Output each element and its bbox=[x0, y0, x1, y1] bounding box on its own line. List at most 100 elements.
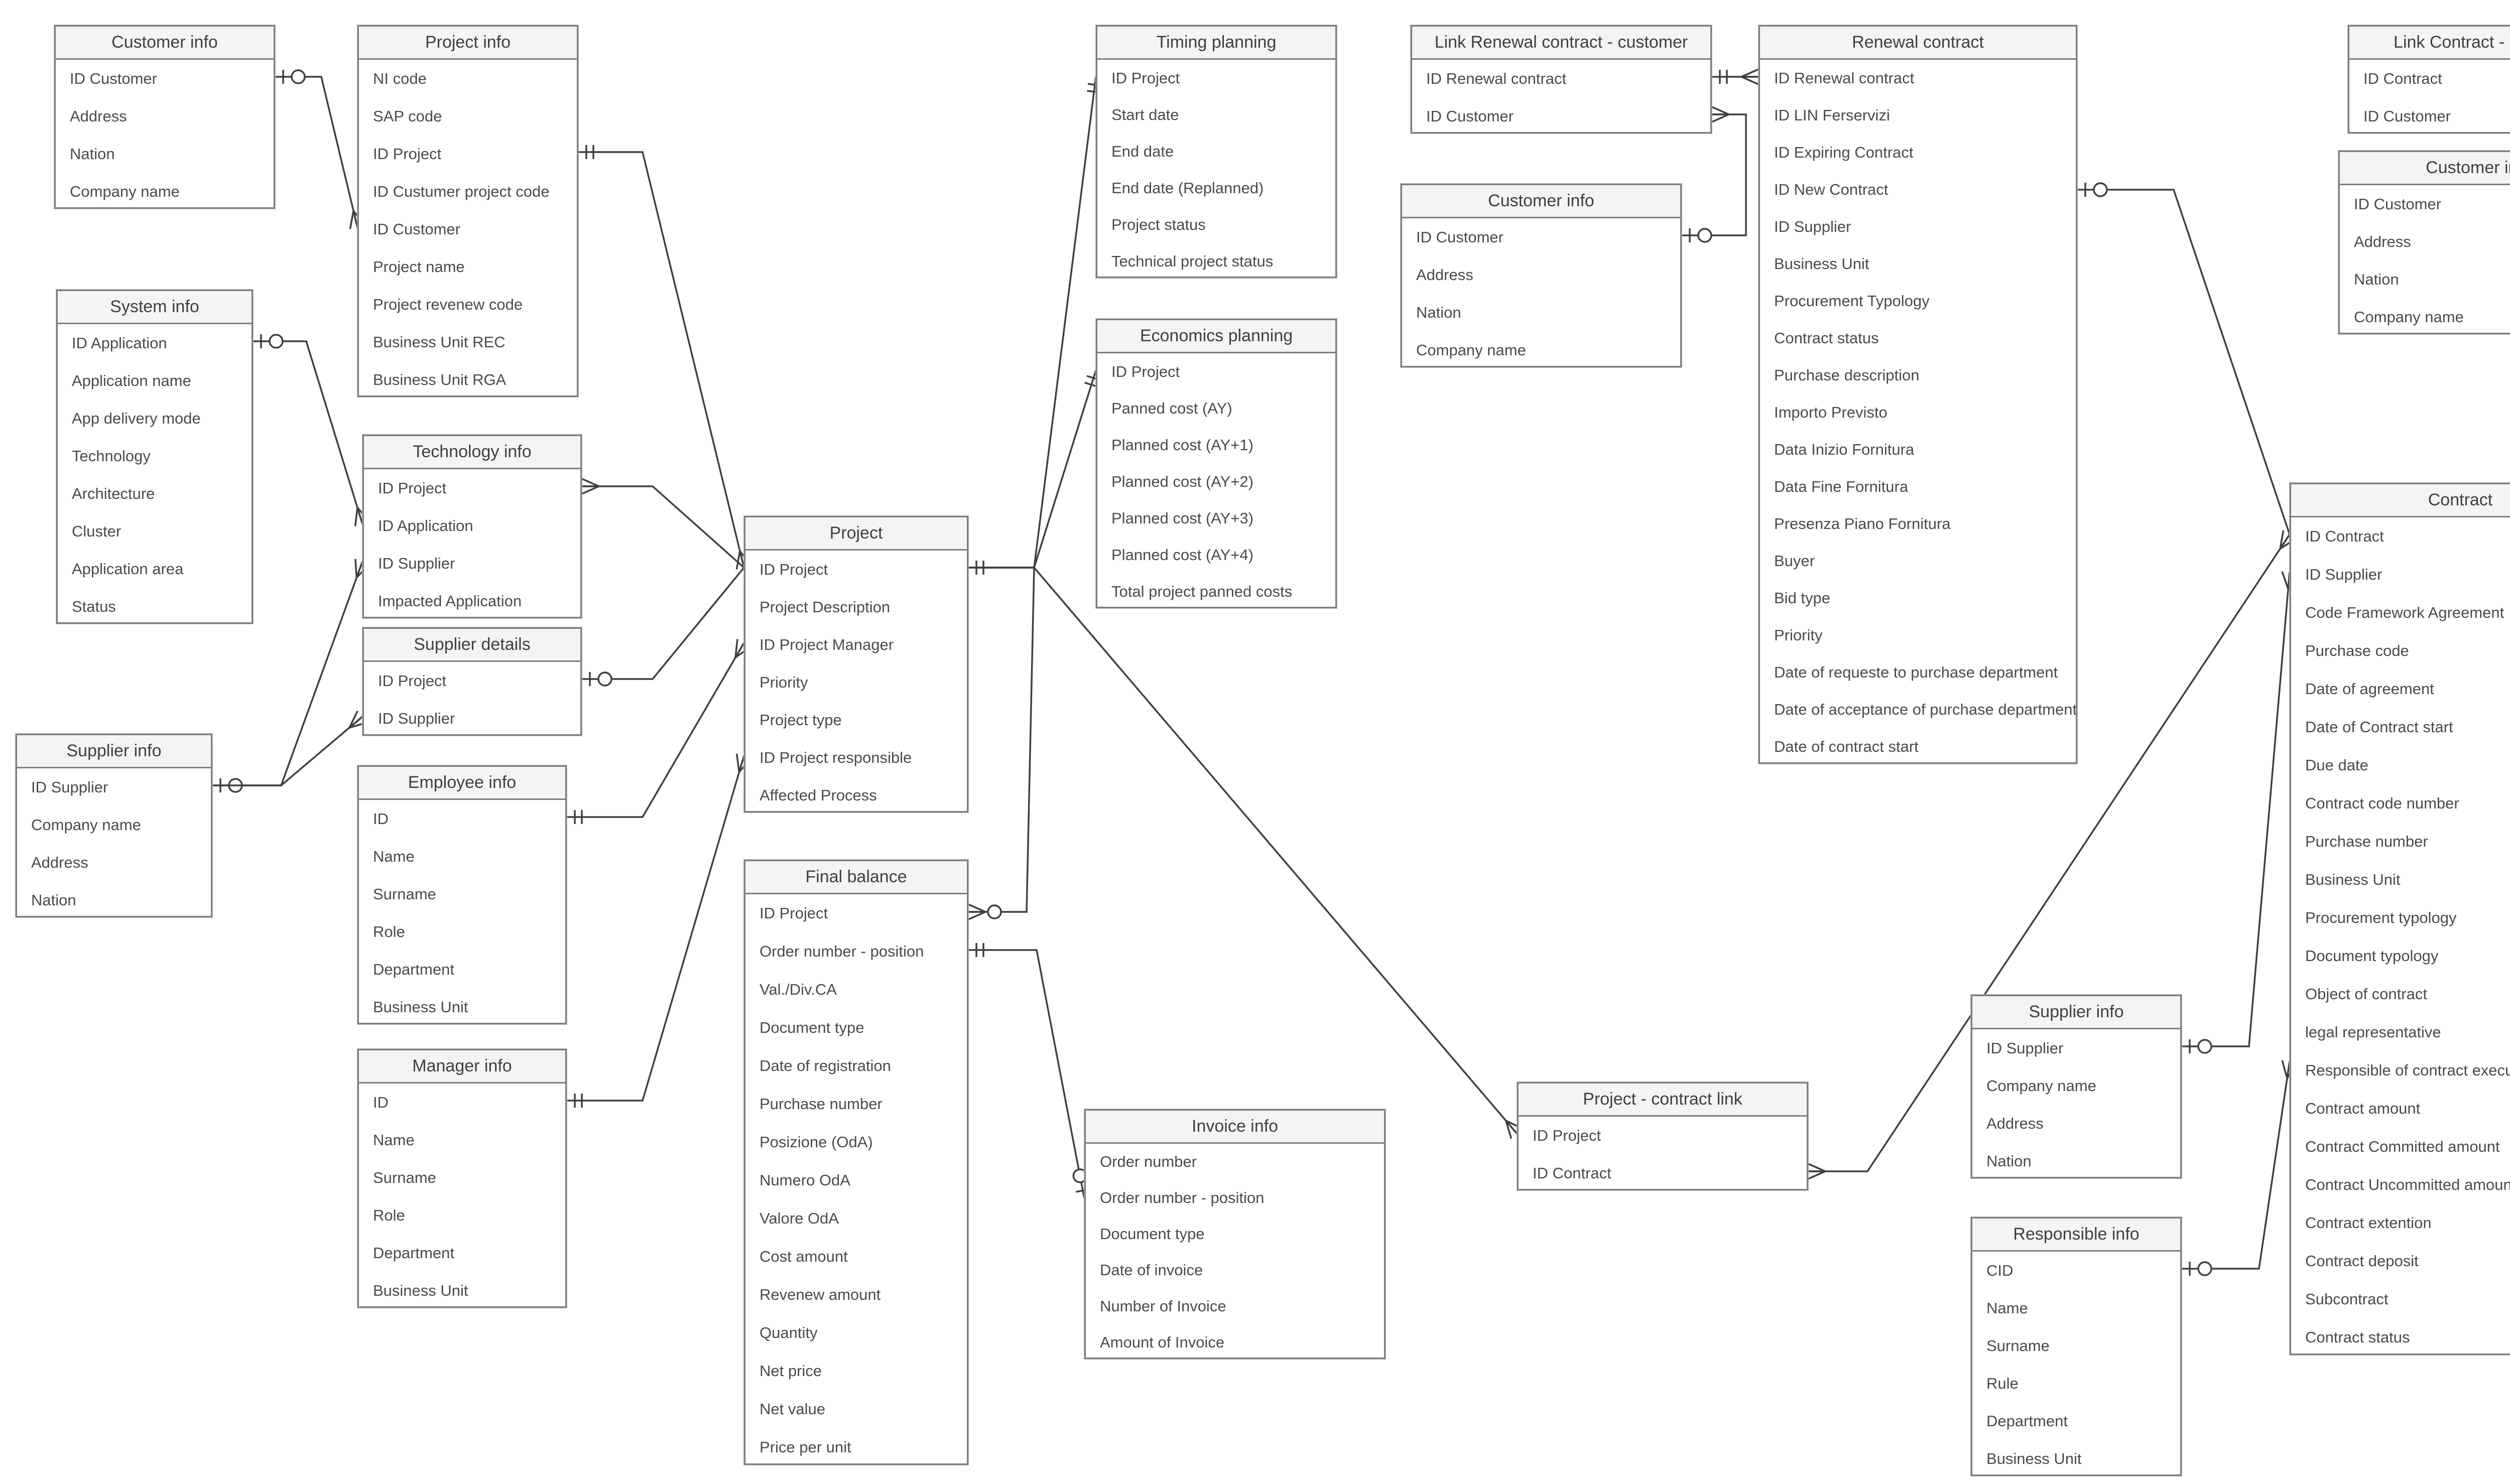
entity-field: Date of registration bbox=[760, 1057, 891, 1074]
entity-field: Date of Contract start bbox=[2305, 718, 2453, 736]
entity-field: Technology bbox=[72, 447, 151, 465]
entity-field: Business Unit REC bbox=[373, 333, 506, 351]
entity-field: Nation bbox=[1416, 303, 1461, 321]
entity-field: Surname bbox=[1986, 1336, 2050, 1355]
entity-title: Economics planning bbox=[1097, 320, 1335, 353]
entity-title: Project - contract link bbox=[1519, 1084, 1807, 1117]
entity-field: ID Customer bbox=[2363, 107, 2451, 125]
entity-title: Supplier info bbox=[17, 735, 211, 768]
entity-title: Project info bbox=[359, 27, 577, 60]
entity-field: ID LIN Ferservizi bbox=[1774, 106, 1890, 124]
connector bbox=[2182, 1061, 2291, 1270]
entity-field: Role bbox=[373, 1206, 405, 1224]
entity-field: ID Supplier bbox=[31, 778, 108, 796]
entity-field: Address bbox=[1416, 265, 1473, 284]
entity-field: Purchase code bbox=[2305, 642, 2409, 659]
entity-field: Valore OdA bbox=[760, 1209, 839, 1227]
entity-field: ID Supplier bbox=[1986, 1039, 2064, 1057]
entity-field: Procurement typology bbox=[2305, 909, 2457, 926]
entity-field: Total project panned costs bbox=[1111, 582, 1293, 600]
entity-field: Project type bbox=[760, 711, 842, 729]
entity-title: Manager info bbox=[359, 1050, 565, 1084]
entity-field: Contract code number bbox=[2305, 794, 2459, 812]
entity-field: Business Unit bbox=[2305, 871, 2401, 888]
entity-field: Project name bbox=[373, 257, 465, 276]
entity-field: Planned cost (AY+2) bbox=[1111, 472, 1253, 490]
entity-field: Contract extention bbox=[2305, 1214, 2432, 1232]
entity-field: Cost amount bbox=[760, 1248, 848, 1265]
entity-field: Bid type bbox=[1774, 589, 1831, 607]
entity-field: ID Customer bbox=[1416, 228, 1503, 246]
entity-title: Timing planning bbox=[1097, 27, 1335, 60]
entity-title: Customer info bbox=[56, 27, 274, 60]
entity-field: ID Renewal contract bbox=[1774, 69, 1915, 87]
entity-field: Numero OdA bbox=[760, 1171, 850, 1189]
entity-field: Buyer bbox=[1774, 552, 1815, 570]
entity-field: Business Unit bbox=[373, 1281, 468, 1299]
entity-field: ID Customer bbox=[70, 69, 157, 87]
entity-field: Business Unit bbox=[373, 998, 468, 1016]
entity-field: Architecture bbox=[72, 484, 155, 502]
entity-field: Document type bbox=[1100, 1225, 1205, 1243]
entity-field: Presenza Piano Fornitura bbox=[1774, 515, 1951, 532]
entity-field: ID Application bbox=[378, 516, 473, 534]
connector bbox=[567, 642, 745, 818]
entity-field: Address bbox=[2354, 232, 2411, 250]
entity-field: ID Customer bbox=[1426, 107, 1514, 125]
entity-field: Data Fine Fornitura bbox=[1774, 478, 1909, 495]
entity-field: ID Project bbox=[1111, 69, 1180, 87]
entity-field: ID Supplier bbox=[378, 554, 455, 572]
entity-field: ID Supplier bbox=[378, 709, 455, 727]
entity-field: Name bbox=[1986, 1299, 2028, 1317]
entity-field: Date of contract start bbox=[1774, 738, 1919, 755]
entity-field: Purchase description bbox=[1774, 366, 1920, 384]
entity-field: Address bbox=[70, 107, 127, 125]
entity-field: Date of requeste to purchase department bbox=[1774, 663, 2058, 681]
entity-field: Company name bbox=[1416, 341, 1526, 359]
entity-field: Number of Invoice bbox=[1100, 1297, 1226, 1315]
entity-field: Net value bbox=[760, 1400, 825, 1418]
entity-field: End date (Replanned) bbox=[1111, 179, 1264, 197]
entity-field: Impacted Application bbox=[378, 592, 522, 610]
entity-field: Surname bbox=[373, 1168, 436, 1186]
entity-field: ID Application bbox=[72, 334, 167, 352]
connector bbox=[2077, 189, 2291, 535]
entity-field: Business Unit RGA bbox=[373, 370, 507, 388]
entity-field: Contract Uncommitted amount bbox=[2305, 1176, 2510, 1193]
entity-field: Surname bbox=[373, 885, 436, 903]
connector bbox=[968, 567, 1518, 1135]
entity-field: ID bbox=[373, 810, 389, 828]
entity-field: Due date bbox=[2305, 756, 2368, 774]
entity-field: Rule bbox=[1986, 1374, 2019, 1392]
entity-field: ID Contract bbox=[2363, 69, 2442, 87]
entity-field: ID Expiring Contract bbox=[1774, 144, 1914, 161]
connector bbox=[567, 755, 745, 1102]
entity-field: Price per unit bbox=[760, 1438, 851, 1456]
entity-field: Company name bbox=[31, 816, 141, 834]
entity-field: Name bbox=[373, 1131, 415, 1149]
entity-field: Role bbox=[373, 922, 405, 940]
